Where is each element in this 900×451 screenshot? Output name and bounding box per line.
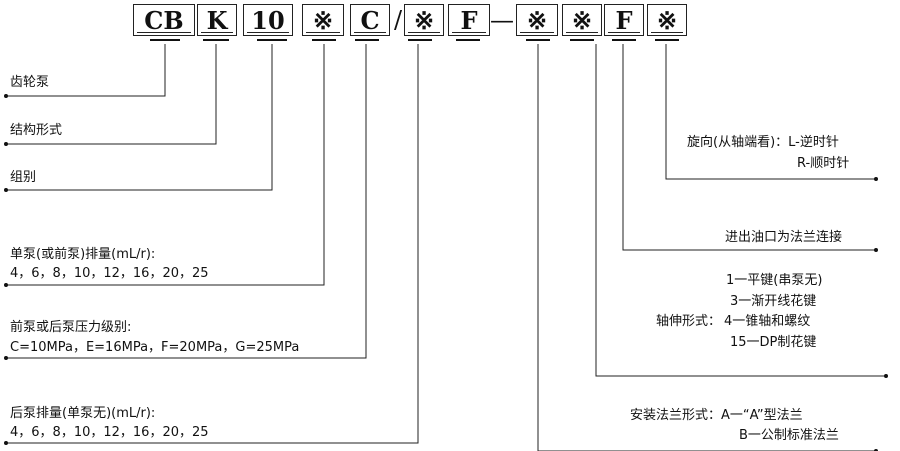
code-box-shaft: ※ xyxy=(562,4,602,36)
dot-rotation xyxy=(874,177,878,181)
code-box-rotation: ※ xyxy=(647,4,687,36)
label-shaft-4: 4一锥轴和螺纹 xyxy=(724,314,811,329)
code-box-rear-displacement: ※ xyxy=(404,4,444,36)
marker-shaft xyxy=(570,39,594,41)
label-group: 组别 xyxy=(10,170,37,185)
label-displacement-title: 单泵(或前泵)排量(mL/r): xyxy=(10,247,156,262)
line-pump xyxy=(6,44,166,97)
line-port xyxy=(622,44,876,251)
code-separator-slash: / xyxy=(393,6,403,34)
label-structure: 结构形式 xyxy=(10,123,63,138)
dot-pressure xyxy=(4,356,8,360)
dot-disp1 xyxy=(4,283,8,287)
dot-disp2 xyxy=(4,441,8,445)
label-pressure-values: C=10MPa，E=16MPa，F=20MPa，G=25MPa xyxy=(10,340,300,355)
line-shaft xyxy=(595,44,886,377)
label-shaft-3: 3一渐开线花键 xyxy=(730,294,817,309)
line-structure xyxy=(6,44,217,145)
label-shaft-title: 轴伸形式： xyxy=(656,314,722,329)
code-box-10: 10 xyxy=(243,4,293,36)
label-pump: 齿轮泵 xyxy=(10,75,50,90)
dot-group xyxy=(4,188,8,192)
code-box-k: K xyxy=(197,4,237,36)
marker-cb xyxy=(150,39,180,41)
code-box-flange: ※ xyxy=(516,4,558,36)
code-box-port: F xyxy=(604,4,644,36)
code-box-c: C xyxy=(350,4,390,36)
dot-port xyxy=(874,248,878,252)
marker-displacement xyxy=(312,39,336,41)
code-box-displacement: ※ xyxy=(302,4,344,36)
line-disp1 xyxy=(6,44,325,286)
label-displacement-values: 4，6，8，10，12，16，20，25 xyxy=(10,266,209,281)
label-flange-title: 安装法兰形式：A一“A”型法兰 xyxy=(630,408,803,423)
dot-structure xyxy=(4,142,8,146)
label-rear-displacement-title: 后泵排量(单泵无)(mL/r): xyxy=(10,406,156,421)
code-box-cb: CB xyxy=(133,4,195,36)
code-box-f: F xyxy=(448,4,490,36)
label-rotation-title: 旋向(从轴端看)：L-逆时针 xyxy=(687,135,839,150)
line-pressure xyxy=(6,44,367,359)
line-group xyxy=(6,44,273,191)
label-shaft-1: 1一平键(串泵无) xyxy=(726,273,823,288)
marker-c xyxy=(355,39,379,41)
code-separator-dash: — xyxy=(490,6,514,34)
label-pressure-title: 前泵或后泵压力级别: xyxy=(10,320,132,335)
label-rotation-right: R-顺时针 xyxy=(797,156,850,171)
line-disp2 xyxy=(6,44,419,444)
marker-f xyxy=(456,39,480,41)
dot-shaft xyxy=(884,374,888,378)
dot-pump xyxy=(4,94,8,98)
label-flange-b: B一公制标准法兰 xyxy=(739,428,839,443)
marker-rotation xyxy=(655,39,679,41)
label-port: 进出油口为法兰连接 xyxy=(725,230,843,245)
line-flange xyxy=(537,44,876,451)
marker-rear xyxy=(408,39,432,41)
marker-port xyxy=(612,39,636,41)
line-rotation xyxy=(665,44,876,180)
label-rear-displacement-values: 4，6，8，10，12，16，20，25 xyxy=(10,425,209,440)
marker-flange xyxy=(526,39,550,41)
marker-10 xyxy=(257,39,287,41)
label-shaft-15: 15一DP制花键 xyxy=(730,335,817,350)
marker-k xyxy=(203,39,229,41)
